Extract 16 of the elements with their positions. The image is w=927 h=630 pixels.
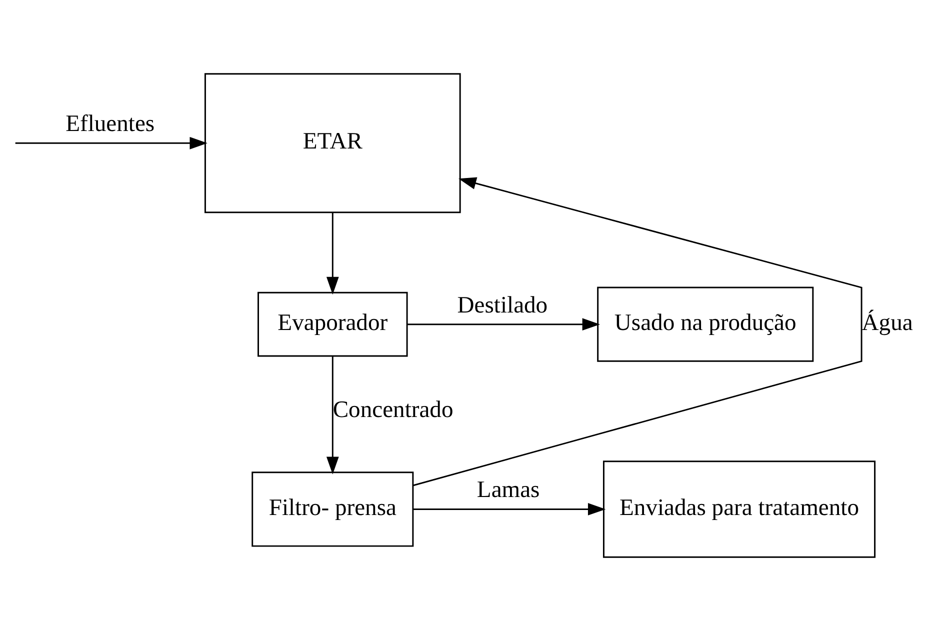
arrow: [407, 318, 600, 330]
arrow: [15, 136, 208, 149]
node-box: Filtro- prensa: [252, 471, 414, 546]
edge-label: Lamas: [476, 476, 540, 503]
edge-label: Efluentes: [66, 110, 155, 137]
edge-label: Água: [862, 309, 913, 336]
node-box: Enviadas para tratamento: [602, 460, 876, 558]
node-box: Evaporador: [258, 291, 408, 356]
node-box: Usado na produção: [597, 286, 814, 362]
arrow: [326, 212, 339, 294]
node-box: ETAR: [204, 72, 461, 213]
edge-label: Destilado: [457, 292, 548, 318]
arrow: [412, 176, 862, 486]
edge-label: Concentrado: [332, 396, 454, 422]
arrow: [412, 502, 606, 515]
arrow: [326, 356, 339, 474]
